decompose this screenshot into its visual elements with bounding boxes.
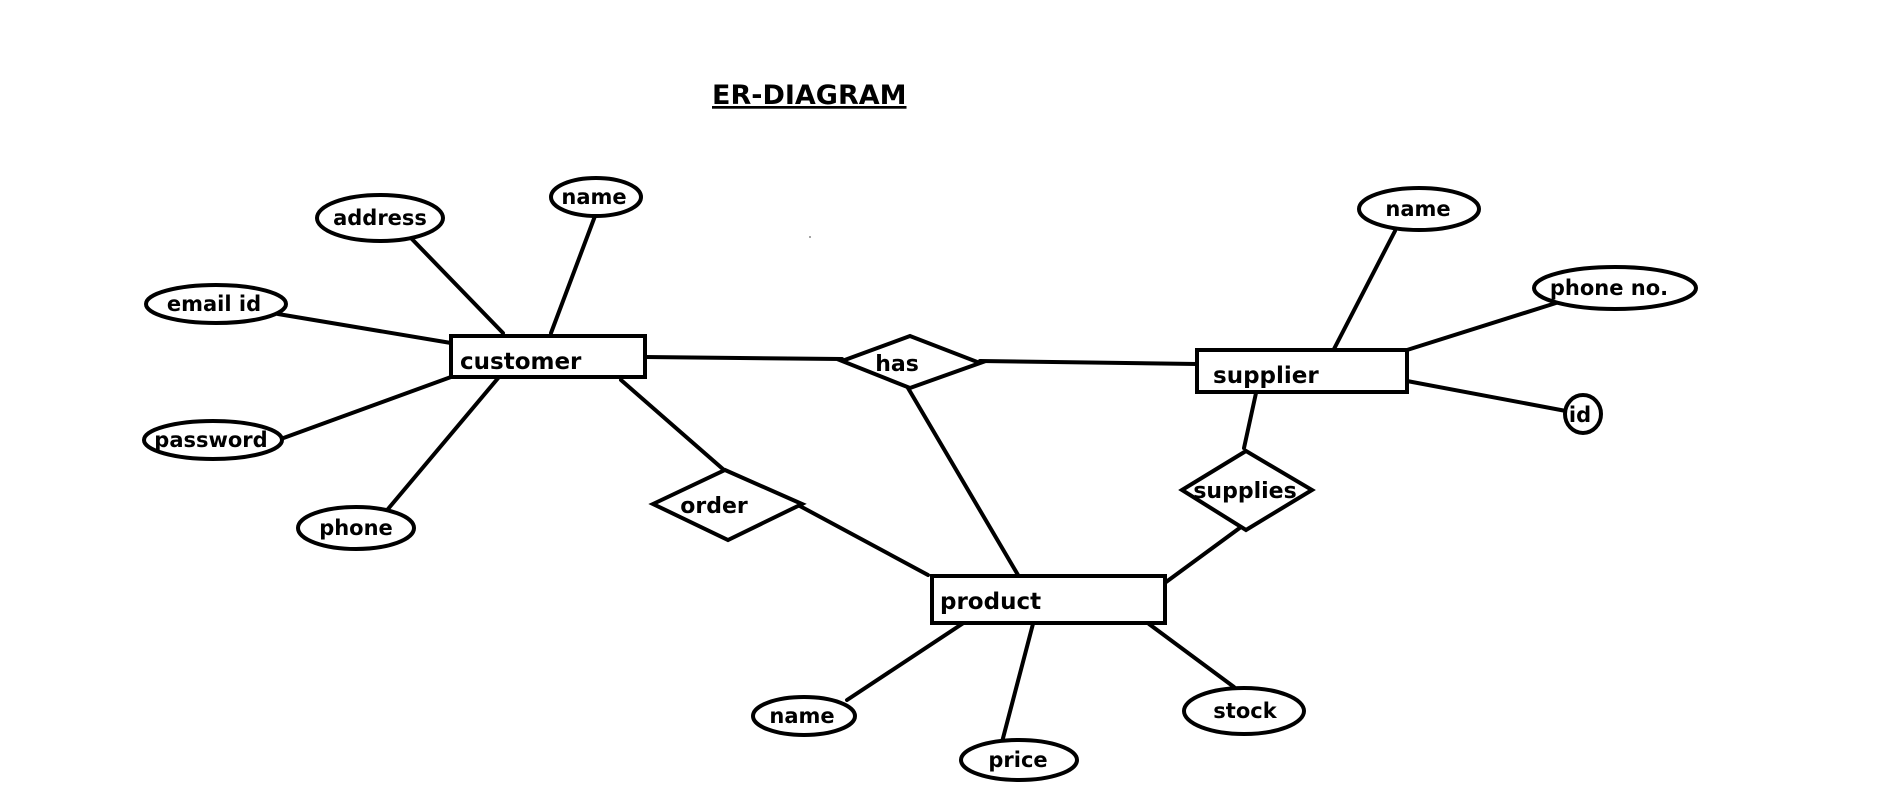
attribute-customer-password[interactable]: password bbox=[142, 419, 284, 461]
edge-product-name bbox=[845, 618, 970, 702]
edge-customer-email-id bbox=[276, 312, 453, 345]
relationship-order[interactable]: order bbox=[648, 467, 807, 543]
relationship-supplies-label: supplies bbox=[1193, 479, 1296, 504]
diagram-title: ER-DIAGRAM bbox=[712, 80, 907, 111]
edge-customer-password bbox=[276, 375, 453, 442]
relationship-has-label: has bbox=[875, 352, 919, 377]
entity-product[interactable]: product bbox=[930, 574, 1167, 625]
entity-customer[interactable]: customer bbox=[449, 334, 647, 379]
edge-supplier-id bbox=[1405, 379, 1568, 413]
attribute-supplier-id-ellipse bbox=[1563, 393, 1603, 435]
edge-customer-name bbox=[549, 214, 597, 335]
entity-supplier-label: supplier bbox=[1213, 363, 1319, 389]
attribute-customer-address-ellipse bbox=[315, 193, 445, 243]
attribute-customer-name[interactable]: name bbox=[549, 176, 643, 218]
edge-product-price bbox=[1000, 618, 1036, 744]
attribute-customer-password-ellipse bbox=[142, 419, 284, 461]
attribute-product-name-label: name bbox=[769, 704, 834, 728]
edge-has-supplier bbox=[978, 359, 1199, 366]
stray-dot bbox=[809, 236, 811, 238]
attribute-customer-address-label: address bbox=[333, 206, 427, 230]
relationship-has-diamond bbox=[836, 333, 986, 391]
attribute-customer-email-id-label: email id bbox=[167, 292, 261, 316]
attribute-customer-phone-label: phone bbox=[319, 516, 393, 540]
attribute-product-name[interactable]: name bbox=[751, 695, 857, 737]
attribute-supplier-phone-no[interactable]: phone no. bbox=[1532, 265, 1698, 311]
attribute-supplier-phone-no-ellipse bbox=[1532, 265, 1698, 311]
attribute-product-price-label: price bbox=[988, 748, 1047, 772]
attribute-supplier-id[interactable]: id bbox=[1563, 393, 1603, 435]
entity-supplier[interactable]: supplier bbox=[1195, 348, 1409, 394]
edge-customer-phone bbox=[386, 375, 501, 511]
relationship-supplies[interactable]: supplies bbox=[1178, 448, 1316, 533]
edges bbox=[276, 214, 1568, 744]
attribute-customer-password-label: password bbox=[154, 428, 267, 452]
attribute-product-stock-label: stock bbox=[1213, 699, 1277, 723]
relationship-order-label: order bbox=[680, 494, 748, 519]
entity-product-label: product bbox=[940, 589, 1041, 615]
attribute-customer-phone[interactable]: phone bbox=[296, 505, 416, 551]
attribute-supplier-name[interactable]: name bbox=[1357, 186, 1481, 232]
edge-supplier-supplies bbox=[1242, 391, 1258, 450]
attribute-customer-email-id[interactable]: email id bbox=[144, 283, 288, 325]
relationship-supplies-diamond bbox=[1178, 448, 1316, 533]
relationship-order-diamond bbox=[648, 467, 807, 543]
edge-product-stock bbox=[1147, 622, 1236, 689]
attribute-supplier-phone-no-label: phone no. bbox=[1550, 276, 1668, 300]
attribute-customer-phone-ellipse bbox=[296, 505, 416, 551]
entity-customer-box bbox=[449, 334, 647, 379]
entity-product-box bbox=[930, 574, 1167, 625]
entity-customer-label: customer bbox=[460, 349, 582, 375]
attribute-customer-email-id-ellipse bbox=[144, 283, 288, 325]
relationship-has[interactable]: has bbox=[836, 333, 986, 391]
edge-has-product bbox=[906, 386, 1020, 577]
attribute-customer-address[interactable]: address bbox=[315, 193, 445, 243]
entity-supplier-box bbox=[1195, 348, 1409, 394]
attribute-product-stock-ellipse bbox=[1182, 686, 1306, 736]
attribute-product-price-ellipse bbox=[959, 738, 1079, 782]
edge-supplier-name bbox=[1332, 229, 1397, 351]
attribute-customer-name-ellipse bbox=[549, 176, 643, 218]
edge-customer-has bbox=[643, 355, 844, 361]
edge-supplies-product bbox=[1160, 525, 1243, 587]
attribute-supplier-name-ellipse bbox=[1357, 186, 1481, 232]
edge-supplier-phone-no bbox=[1405, 301, 1558, 352]
attribute-customer-name-label: name bbox=[561, 185, 626, 209]
attribute-supplier-id-label: id bbox=[1569, 403, 1591, 427]
attribute-product-name-ellipse bbox=[751, 695, 857, 737]
attribute-supplier-name-label: name bbox=[1385, 197, 1450, 221]
attribute-product-stock[interactable]: stock bbox=[1182, 686, 1306, 736]
edge-order-product bbox=[796, 503, 930, 577]
attribute-product-price[interactable]: price bbox=[959, 738, 1079, 782]
edge-customer-address bbox=[407, 234, 505, 335]
edge-customer-order bbox=[619, 378, 726, 472]
